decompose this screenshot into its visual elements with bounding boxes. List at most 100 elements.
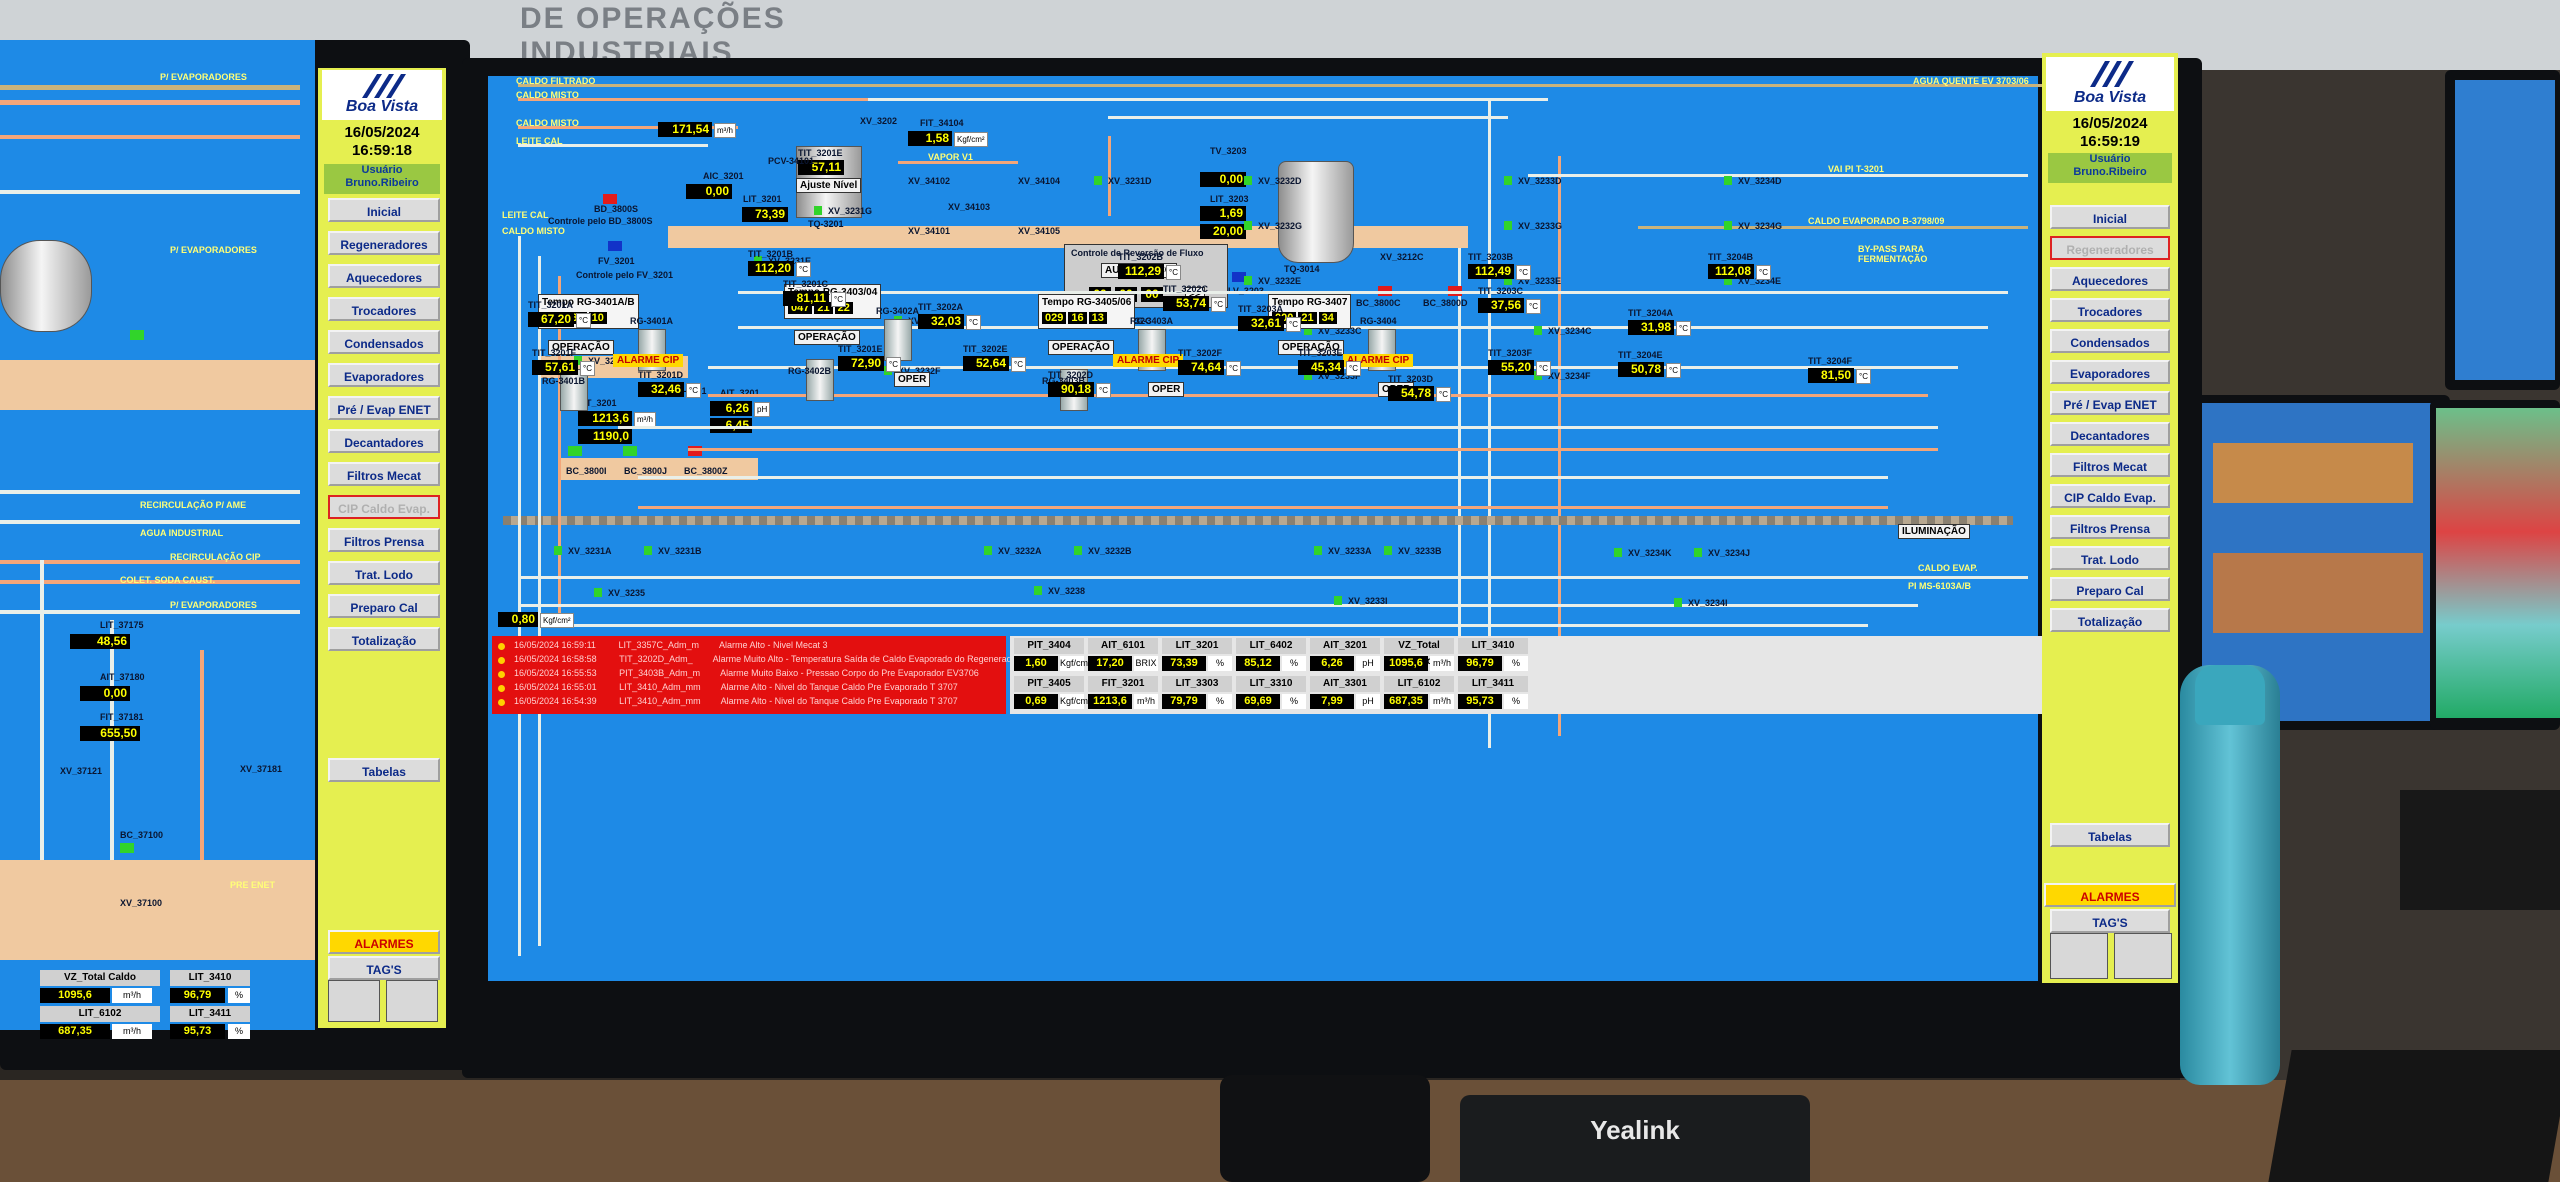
grid-value[interactable]: 17,20 <box>1088 656 1132 671</box>
tank-tq3014[interactable] <box>1278 161 1354 263</box>
value-display[interactable]: 32,46 <box>638 382 684 397</box>
valve-icon[interactable] <box>1694 548 1702 557</box>
nav-button[interactable]: Inicial <box>2050 205 2170 229</box>
heat-exchanger-icon[interactable] <box>884 319 912 361</box>
valve-icon[interactable] <box>554 546 562 555</box>
value-display[interactable]: 81,50 <box>1808 368 1854 383</box>
value-display[interactable]: 67,20 <box>528 312 574 327</box>
value-display[interactable]: 0,00 <box>80 686 130 701</box>
nav-button[interactable]: Evaporadores <box>328 363 440 387</box>
valve-icon[interactable] <box>1614 548 1622 557</box>
valve-icon[interactable] <box>1232 272 1246 282</box>
valve-icon[interactable] <box>1034 586 1042 595</box>
valve-icon[interactable] <box>1674 598 1682 607</box>
alarms-button[interactable]: ALARMES <box>2044 883 2176 907</box>
value-display[interactable]: 112,20 <box>748 261 794 276</box>
value-display[interactable]: 112,49 <box>1468 264 1514 279</box>
nav-button[interactable]: CIP Caldo Evap. <box>328 495 440 519</box>
valve-icon[interactable] <box>1724 276 1732 285</box>
grid-value[interactable]: 96,79 <box>1458 656 1502 671</box>
ajuste-nivel-button[interactable]: Ajuste Nível <box>796 178 862 193</box>
nav-button[interactable]: Trat. Lodo <box>2050 546 2170 570</box>
valve-icon[interactable] <box>1244 176 1252 185</box>
nav-button[interactable]: Regeneradores <box>328 231 440 255</box>
value-display[interactable]: 81,11 <box>783 291 829 306</box>
pump-icon[interactable] <box>688 446 702 456</box>
valve-icon[interactable] <box>1094 176 1102 185</box>
nav-button[interactable]: Pré / Evap ENET <box>328 396 440 420</box>
valve-icon[interactable] <box>1534 326 1542 335</box>
value-display[interactable]: 112,08 <box>1708 264 1754 279</box>
grid-value[interactable]: 69,69 <box>1236 694 1280 709</box>
alarms-button[interactable]: ALARMES <box>328 930 440 954</box>
control-label[interactable]: Controle pelo FV_3201 <box>576 270 674 280</box>
value-display[interactable]: 112,29 <box>1118 264 1164 279</box>
nav-button[interactable]: Tabelas <box>328 758 440 782</box>
value-display[interactable]: 54,78 <box>1388 386 1434 401</box>
pump-icon[interactable] <box>623 446 637 456</box>
trend-icon[interactable] <box>386 980 438 1022</box>
value-display[interactable]: 171,54 <box>658 122 712 137</box>
nav-button[interactable]: Trocadores <box>2050 298 2170 322</box>
value-display[interactable]: 57,11 <box>798 160 844 175</box>
value-display[interactable]: 32,03 <box>918 314 964 329</box>
value-display[interactable]: 32,61 <box>1238 316 1284 331</box>
pump-icon[interactable] <box>568 446 582 456</box>
valve-icon[interactable] <box>1504 221 1512 230</box>
value-display[interactable]: 48,56 <box>70 634 130 649</box>
grid-value[interactable]: 85,12 <box>1236 656 1280 671</box>
grid-value[interactable]: 96,79 <box>170 988 225 1003</box>
valve-icon[interactable] <box>1724 176 1732 185</box>
alarm-cip-badge[interactable]: ALARME CIP <box>613 354 684 367</box>
valve-icon[interactable] <box>1314 546 1322 555</box>
nav-button[interactable]: Decantadores <box>328 429 440 453</box>
valve-icon[interactable] <box>754 256 762 265</box>
grid-value[interactable]: 687,35 <box>1384 694 1428 709</box>
value-display[interactable]: 31,98 <box>1628 320 1674 335</box>
alarm-row[interactable]: 16/05/2024 16:58:58 TIT_3202D_Adm_Alarme… <box>514 654 1056 664</box>
grid-value[interactable]: 1,60 <box>1014 656 1058 671</box>
value-display[interactable]: 1190,0 <box>578 429 632 444</box>
value-display[interactable]: 1,58 <box>908 131 952 146</box>
grid-value[interactable]: 7,99 <box>1310 694 1354 709</box>
nav-button[interactable]: Totalização <box>2050 608 2170 632</box>
grid-value[interactable]: 687,35 <box>40 1024 110 1039</box>
nav-button[interactable]: Filtros Mecat <box>328 462 440 486</box>
valve-icon[interactable] <box>574 356 582 365</box>
grid-value[interactable]: 1213,6 <box>1088 694 1132 709</box>
valve-icon[interactable] <box>644 546 652 555</box>
nav-button[interactable]: Inicial <box>328 198 440 222</box>
grid-value[interactable]: 95,73 <box>170 1024 225 1039</box>
nav-button[interactable]: Filtros Prensa <box>328 528 440 552</box>
value-display[interactable]: 20,00 <box>1200 224 1246 239</box>
valve-icon[interactable] <box>1304 326 1312 335</box>
valve-icon[interactable] <box>1504 176 1512 185</box>
value-display[interactable]: 37,56 <box>1478 298 1524 313</box>
value-display[interactable]: 50,78 <box>1618 362 1664 377</box>
trend-icon[interactable] <box>2114 933 2172 979</box>
tags-button[interactable]: TAG'S <box>328 956 440 980</box>
user-box[interactable]: Usuário Bruno.Ribeiro <box>324 164 440 194</box>
value-display[interactable]: 0,00 <box>686 184 732 199</box>
pump-icon[interactable] <box>130 330 144 340</box>
value-display[interactable]: 0,80 <box>498 612 538 627</box>
grid-value[interactable]: 1095,6 <box>40 988 110 1003</box>
nav-button[interactable]: CIP Caldo Evap. <box>2050 484 2170 508</box>
nav-button[interactable]: Aquecedores <box>328 264 440 288</box>
valve-icon[interactable] <box>594 588 602 597</box>
value-display[interactable]: 57,61 <box>532 360 578 375</box>
grid-value[interactable]: 0,69 <box>1014 694 1058 709</box>
value-display[interactable]: 53,74 <box>1163 296 1209 311</box>
heat-exchanger-icon[interactable] <box>560 369 588 411</box>
valve-icon[interactable] <box>1504 276 1512 285</box>
nav-button[interactable]: Condensados <box>328 330 440 354</box>
value-display[interactable]: 1,69 <box>1200 206 1246 221</box>
nav-button[interactable]: Totalização <box>328 627 440 651</box>
heat-exchanger-icon[interactable] <box>806 359 834 401</box>
nav-button[interactable]: Decantadores <box>2050 422 2170 446</box>
value-display[interactable]: 55,20 <box>1488 360 1534 375</box>
value-display[interactable]: 45,34 <box>1298 360 1344 375</box>
